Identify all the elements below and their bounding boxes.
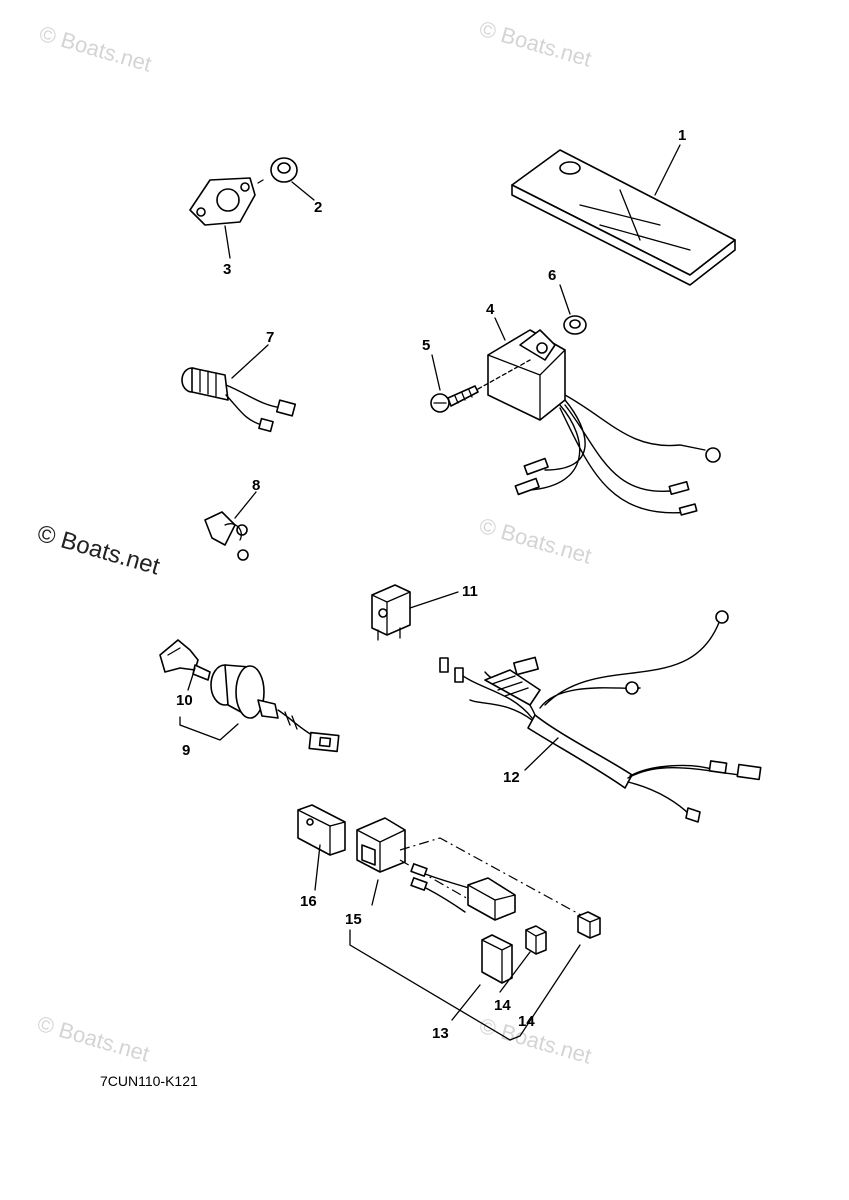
bracket-9 (179, 716, 239, 741)
part-15-coupler (356, 817, 406, 906)
part-4-cdi-unit (487, 317, 721, 516)
part-1-pad (511, 144, 736, 286)
part-2-grommet (257, 157, 315, 201)
part-6-collar (559, 284, 587, 335)
part-13-fuse-holder-cover (481, 934, 513, 984)
callout-3: 3 (223, 261, 231, 278)
part-fuse-holder-assembly (399, 837, 591, 921)
part-11-rectifier (371, 584, 459, 641)
callout-15: 15 (345, 911, 362, 928)
diagram-code: 7CUN110-K121 (100, 1073, 198, 1089)
callout-16: 16 (300, 893, 317, 910)
callout-5: 5 (422, 337, 430, 354)
part-8-clamp (204, 491, 257, 561)
callout-4: 4 (486, 301, 495, 318)
callout-10: 10 (176, 692, 193, 709)
leader-13 (451, 984, 481, 1021)
callout-14-a: 14 (494, 997, 511, 1014)
callout-2: 2 (314, 199, 322, 216)
watermark-bottom-right: © Boats.net (477, 1013, 595, 1069)
bracket-13-14 (349, 929, 581, 1041)
callout-8: 8 (252, 477, 260, 494)
part-7-wire-grommet (181, 344, 297, 433)
callout-12: 12 (503, 769, 520, 786)
part-14-fuse-b (577, 911, 601, 939)
part-9-main-switch (210, 664, 340, 753)
callout-6: 6 (548, 267, 556, 284)
watermark-middle-right: © Boats.net (477, 513, 595, 569)
part-14-fuse-a (499, 925, 547, 993)
part-10-key (159, 639, 211, 691)
callout-13: 13 (432, 1025, 449, 1042)
callout-14-b: 14 (518, 1013, 535, 1030)
watermark-middle-left: © Boats.net (34, 520, 163, 581)
watermark-bottom-left: © Boats.net (35, 1011, 153, 1067)
callout-9: 9 (182, 742, 190, 759)
part-16-bracket (297, 804, 346, 891)
watermark-top-left: © Boats.net (37, 21, 155, 77)
watermark-top-right: © Boats.net (477, 16, 595, 72)
part-12-wire-harness (439, 610, 762, 823)
callout-7: 7 (266, 329, 274, 346)
part-5-screw (430, 354, 531, 413)
callout-1: 1 (678, 127, 686, 144)
part-3-gasket (189, 177, 256, 259)
callout-11: 11 (462, 583, 478, 600)
